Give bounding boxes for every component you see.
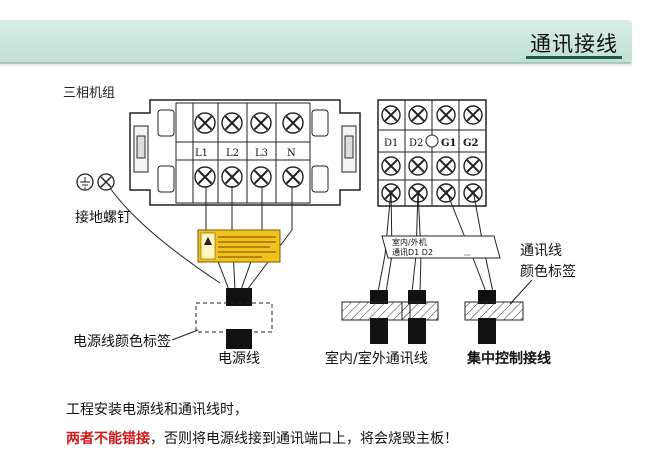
screw-icon	[408, 156, 428, 176]
comm-cable-indoor-outdoor-1	[341, 290, 411, 344]
screw-icon	[408, 105, 428, 125]
terminal-label-l2: L2	[226, 148, 239, 159]
power-cable	[195, 288, 273, 349]
screw-icon	[194, 166, 216, 188]
terminal-label-n: N	[287, 148, 296, 159]
screw-icon	[194, 112, 216, 134]
ground-icon	[76, 173, 94, 191]
screw-icon	[436, 105, 456, 125]
power-wire-label: 电源线	[218, 351, 260, 367]
terminal-label-g2: G2	[463, 138, 479, 149]
screw-icon	[221, 112, 243, 134]
comm-wire-color-tag-label-2: 颜色标签	[520, 263, 576, 280]
screw-icon	[463, 105, 483, 125]
screw-icon	[221, 166, 243, 188]
terminal-label-l1: L1	[195, 148, 208, 159]
tag-box-line1: 室内/外机	[392, 237, 427, 247]
warning-text: 两者不能错接	[66, 431, 150, 447]
unit-type-label: 三相机组	[63, 86, 116, 101]
comm-cable-indoor-outdoor-2	[401, 290, 439, 344]
comm-terminal-block: D1 D2 G1 G2	[377, 99, 487, 207]
screw-icon	[250, 112, 272, 134]
central-control-label: 集中控制接线	[466, 350, 551, 367]
comm-tag-box: 室内/外机 通讯D1 D2	[381, 235, 501, 259]
banner-shadow	[0, 62, 632, 68]
screw-icon	[436, 183, 456, 203]
screw-icon	[381, 105, 401, 125]
screw-icon	[463, 183, 483, 203]
screw-icon	[282, 166, 304, 188]
screw-icon	[282, 112, 304, 134]
page-title: 通讯接线	[530, 32, 618, 56]
terminal-label-g1: G1	[441, 138, 457, 149]
central-control-cable	[464, 290, 524, 344]
ground-screw-icon	[97, 173, 115, 191]
tag-box-line2: 通讯D1 D2	[392, 247, 433, 257]
screw-icon	[436, 156, 456, 176]
screw-icon	[250, 166, 272, 188]
terminal-label-d2: D2	[409, 138, 423, 149]
warning-label	[197, 229, 281, 263]
note-line-1: 工程安装电源线和通讯线时，	[66, 402, 248, 418]
note-line-2-rest: ，否则将电源线接到通讯端口上，将会烧毁主板！	[150, 431, 458, 447]
terminal-label-d1: D1	[384, 138, 398, 149]
note-line-2: 两者不能错接，否则将电源线接到通讯端口上，将会烧毁主板！	[66, 428, 458, 448]
screw-icon	[463, 156, 483, 176]
power-terminal-block: L1 L2 L3 N	[129, 99, 361, 206]
comm-wire-color-tag-label-1: 通讯线	[520, 243, 562, 259]
indoor-outdoor-comm-label: 室内/室外通讯线	[325, 350, 428, 367]
screw-icon	[381, 156, 401, 176]
ground-screw-label: 接地螺钉	[75, 209, 131, 226]
terminal-label-l3: L3	[255, 148, 268, 159]
power-wire-color-tag-label: 电源线颜色标签	[73, 333, 171, 350]
title-underline	[526, 56, 622, 59]
